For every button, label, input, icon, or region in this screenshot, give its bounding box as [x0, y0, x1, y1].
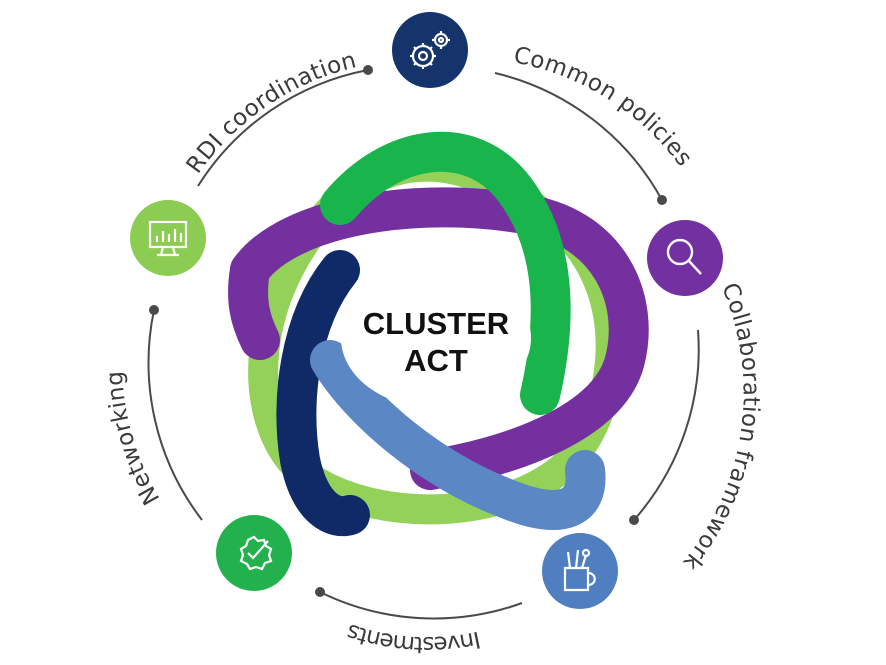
- arc-dot: [315, 587, 325, 597]
- ribbon-navy: [276, 250, 370, 537]
- node-collaboration-framework: [647, 220, 723, 296]
- arc-endpoints: [149, 65, 667, 597]
- pen-holder-icon: [563, 548, 596, 592]
- arc-dot: [629, 515, 639, 525]
- node-networking: [216, 515, 292, 591]
- ribbon-blue: [310, 340, 606, 530]
- gear-check-icon: [239, 535, 273, 571]
- monitor-chart-icon: [148, 220, 188, 257]
- node-rdi-coordination: [130, 200, 206, 276]
- arc-collab-to-invest: [633, 329, 700, 521]
- svg-text:RDI coordination: RDI coordination: [182, 47, 359, 178]
- node-common-policies: [392, 12, 468, 88]
- center-title-line2: ACT: [404, 343, 468, 378]
- label-collaboration-framework: Collaboration framework: [677, 279, 763, 575]
- arc-common-to-collab: [494, 72, 663, 201]
- svg-text:Networking: Networking: [102, 370, 165, 509]
- gears-icon: [410, 31, 450, 69]
- node-investments: [542, 533, 618, 609]
- arc-dot: [149, 305, 159, 315]
- svg-text:Collaboration framework: Collaboration framework: [677, 279, 763, 575]
- arc-rdi-to-common: [197, 69, 369, 187]
- arc-dot: [657, 195, 667, 205]
- connector-arcs: [147, 69, 700, 620]
- label-networking: Networking: [102, 370, 165, 509]
- ribbon-purple-overlap: [228, 250, 280, 360]
- arc-invest-to-net: [319, 591, 523, 620]
- arc-dot: [363, 65, 373, 75]
- label-investments: Investments: [343, 618, 482, 657]
- svg-text:Investments: Investments: [343, 618, 482, 657]
- svg-text:Common policies: Common policies: [511, 42, 696, 171]
- arc-net-to-rdi: [147, 309, 203, 521]
- center-field: [341, 268, 531, 408]
- ribbon-green: [320, 131, 571, 415]
- magnifier-icon: [666, 238, 702, 275]
- ribbon-knot: [228, 131, 649, 537]
- label-rdi-coordination: RDI coordination: [182, 47, 359, 178]
- center-title-line1: CLUSTER: [363, 306, 509, 341]
- label-common-policies: Common policies: [511, 42, 696, 171]
